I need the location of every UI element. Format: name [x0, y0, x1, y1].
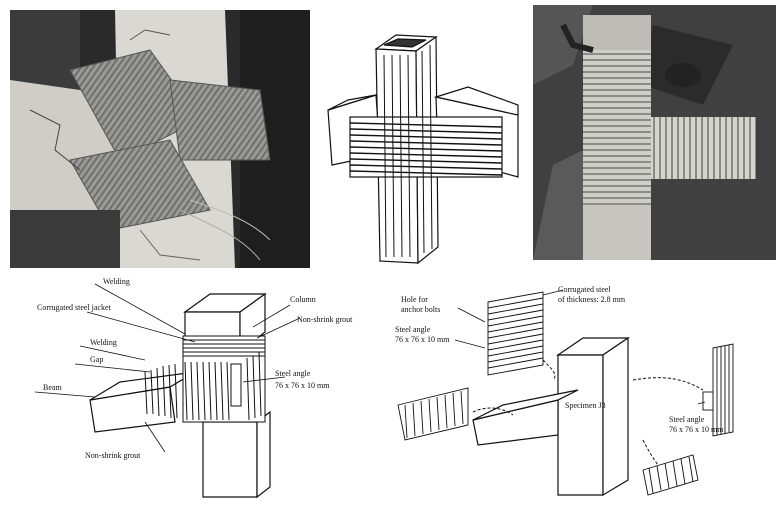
- label-beam: Beam: [43, 383, 62, 392]
- label-steel-angle-b2: 76 x 76 x 10 mm: [669, 425, 724, 434]
- label-gap: Gap: [90, 355, 103, 364]
- label-holes-2: anchor bolts: [401, 305, 440, 314]
- label-specimen: Specimen J3: [565, 401, 606, 410]
- label-grout-bottom: Non-shrink grout: [85, 451, 141, 460]
- photo-left: [10, 10, 310, 268]
- label-welding-mid: Welding: [90, 338, 117, 347]
- photo-right: [533, 5, 776, 260]
- isometric-jacket-drawing: [318, 25, 528, 270]
- label-angle-2: 76 x 76 x 10 mm: [275, 381, 330, 390]
- label-corrugated-1: Corrugated steel: [558, 285, 611, 294]
- label-corrugated-jacket: Corrugated steel jacket: [37, 303, 112, 312]
- label-angle-1: Steel angle: [275, 369, 311, 378]
- label-steel-angle-1: Steel angle: [395, 325, 431, 334]
- jacket-detail-drawing: Welding Corrugated steel jacket Welding …: [35, 272, 380, 502]
- label-grout-top: Non-shrink grout: [297, 315, 353, 324]
- exploded-assembly-drawing: Hole for anchor bolts Corrugated steel o…: [393, 280, 778, 502]
- label-steel-angle-2: 76 x 76 x 10 mm: [395, 335, 450, 344]
- label-holes-1: Hole for: [401, 295, 428, 304]
- label-steel-angle-b1: Steel angle: [669, 415, 705, 424]
- label-welding-top: Welding: [103, 277, 130, 286]
- label-column: Column: [290, 295, 316, 304]
- label-corrugated-2: of thickness: 2.8 mm: [558, 295, 626, 304]
